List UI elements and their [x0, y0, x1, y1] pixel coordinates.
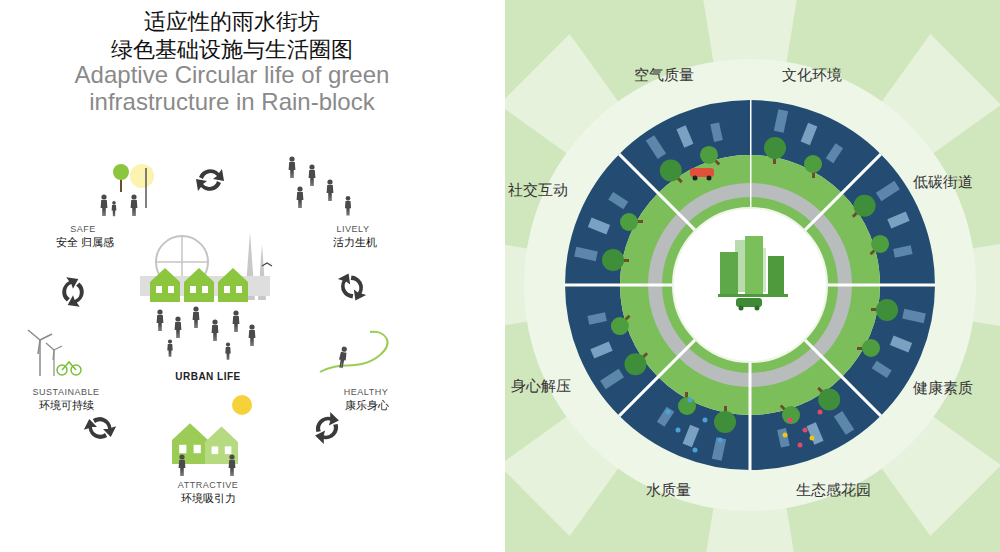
item-label-cn: 安全 归属感 — [56, 236, 115, 249]
healthy-picture — [320, 332, 387, 372]
item-label-cn: 活力生机 — [333, 236, 377, 249]
item-label-en: SUSTAINABLE — [33, 387, 100, 398]
item-label-en: SAFE — [70, 224, 96, 235]
urban-life-picture — [140, 232, 272, 360]
lively-picture — [289, 156, 351, 215]
item-label-cn: 康乐身心 — [345, 399, 389, 412]
wheel-label: 生态感花园 — [796, 481, 871, 499]
wheel-label: 社交互动 — [508, 181, 568, 199]
item-label-cn: 环境吸引力 — [181, 492, 236, 505]
cycle-arrows — [58, 169, 367, 445]
item-label-en: HEALTHY — [344, 387, 388, 398]
wheel-label: 水质量 — [646, 481, 691, 499]
attractive-picture — [172, 395, 252, 476]
wheel-label: 低碳街道 — [913, 173, 973, 191]
city-center — [674, 209, 826, 361]
item-label-en: LIVELY — [337, 224, 370, 235]
center-label: URBAN LIFE — [175, 371, 241, 383]
wheel-label: 空气质量 — [634, 66, 694, 84]
safe-picture — [101, 164, 154, 216]
wheel-label: 健康素质 — [913, 379, 973, 397]
wheel-ground — [505, 0, 1000, 552]
item-label-cn: 环境可持续 — [39, 399, 94, 412]
sustainable-picture — [28, 330, 81, 376]
diagram-title: 适应性的雨水街坊 绿色基础设施与生活圈图 — [97, 8, 367, 63]
subtitle-text: Adaptive Circular life of green infrastr… — [32, 62, 432, 116]
wheel-label: 身心解压 — [511, 377, 571, 395]
wheel-wedges — [527, 62, 974, 509]
wheel-label: 文化环境 — [782, 66, 842, 84]
item-label-en: ATTRACTIVE — [178, 480, 238, 491]
